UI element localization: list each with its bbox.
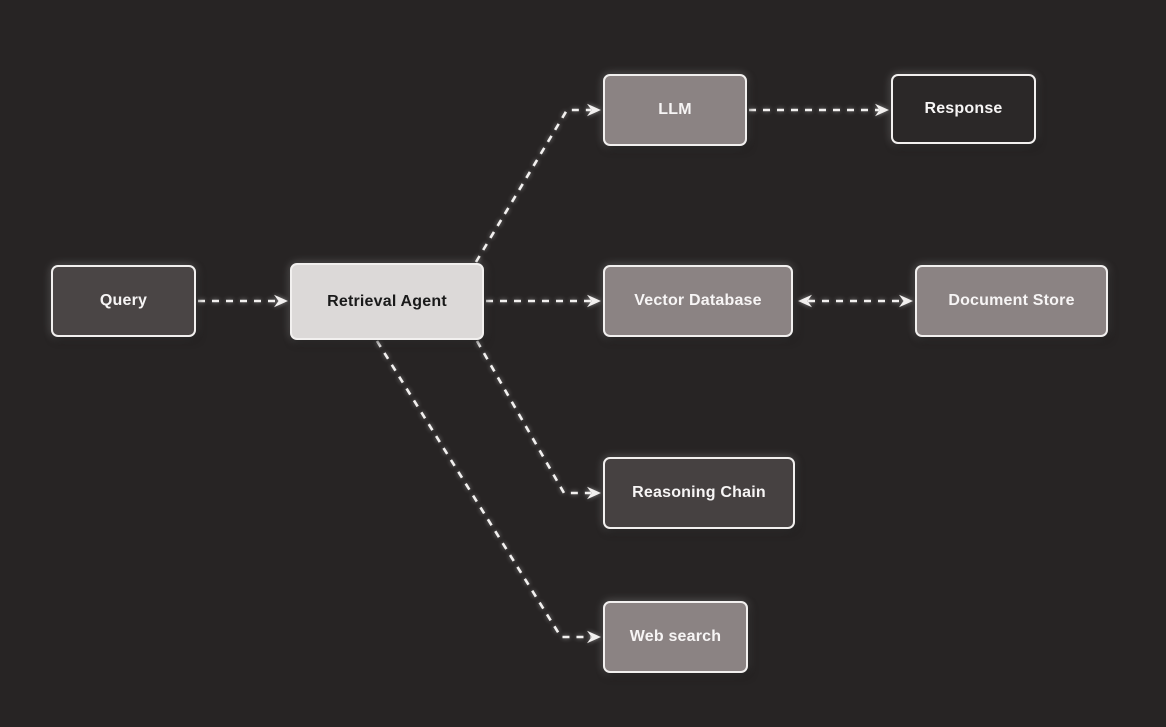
node-web-search: Web search [603, 601, 748, 673]
node-llm: LLM [603, 74, 747, 146]
edge-retrieval-agent-to-reasoning-chain [475, 340, 591, 495]
node-label-query: Query [99, 292, 148, 309]
arrowhead-icon [587, 630, 601, 644]
arrowhead-icon [587, 294, 601, 308]
arrowhead-icon [899, 294, 913, 308]
node-label-vector-database: Vector Database [634, 292, 762, 309]
node-query: Query [51, 265, 196, 337]
arrowhead-icon [798, 294, 812, 308]
node-vector-database: Vector Database [603, 265, 793, 337]
arrowhead-icon [587, 486, 601, 500]
arrowhead-icon [875, 103, 889, 117]
node-reasoning-chain: Reasoning Chain [603, 457, 795, 529]
node-document-store: Document Store [915, 265, 1108, 337]
node-label-reasoning-chain: Reasoning Chain [632, 484, 766, 501]
node-label-response: Response [924, 100, 1003, 117]
edge-retrieval-agent-to-web-search [375, 340, 591, 639]
arrowhead-icon [274, 294, 288, 308]
node-response: Response [891, 74, 1036, 144]
node-label-web-search: Web search [629, 628, 722, 645]
node-retrieval-agent: Retrieval Agent [290, 263, 484, 340]
arrowhead-icon [587, 103, 601, 117]
node-label-document-store: Document Store [948, 292, 1075, 309]
node-label-llm: LLM [658, 101, 692, 118]
edge-retrieval-agent-to-llm [474, 108, 591, 263]
node-label-retrieval-agent: Retrieval Agent [327, 292, 447, 310]
